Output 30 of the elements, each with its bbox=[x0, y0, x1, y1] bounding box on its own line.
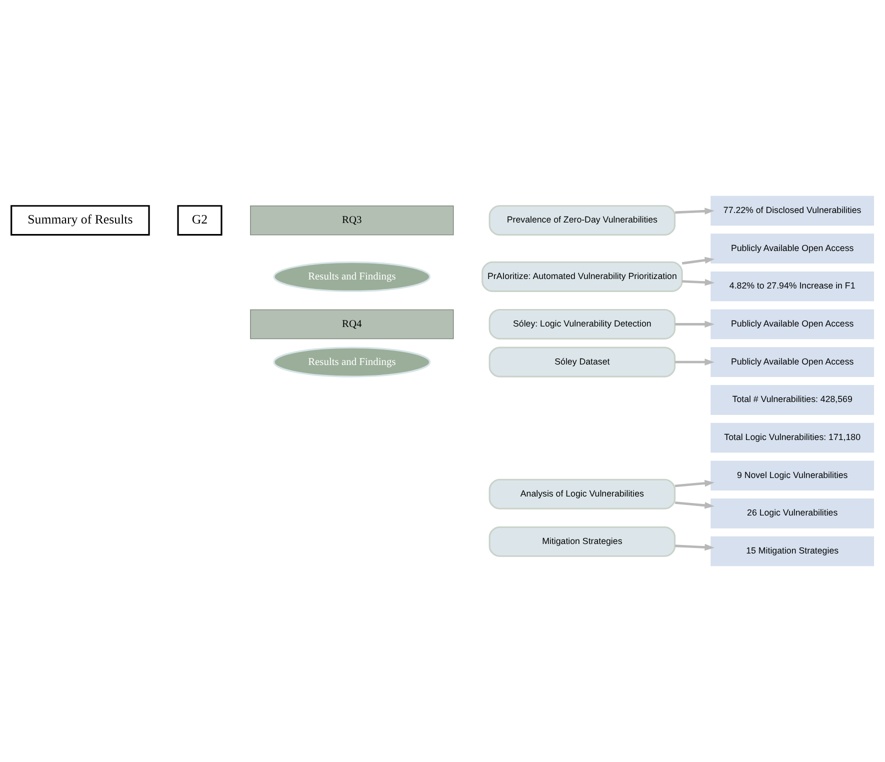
node-box: Publicly Available Open Access bbox=[710, 234, 874, 264]
node-box: Mitigation Strategies bbox=[488, 526, 676, 557]
node-box: Total # Vulnerabilities: 428,569 bbox=[710, 385, 874, 415]
node-ellipse: Results and Findings bbox=[273, 261, 431, 292]
arrow bbox=[675, 208, 714, 215]
node-ellipse: Results and Findings bbox=[273, 346, 431, 378]
node-box: Sóley Dataset bbox=[488, 346, 676, 378]
arrow bbox=[675, 320, 714, 328]
arrow bbox=[674, 480, 714, 488]
node-box: Publicly Available Open Access bbox=[710, 309, 874, 340]
node-box: 9 Novel Logic Vulnerabilities bbox=[710, 460, 874, 490]
arrow bbox=[674, 501, 714, 509]
arrow bbox=[682, 256, 715, 265]
arrow bbox=[675, 358, 714, 366]
node-box: 26 Logic Vulnerabilities bbox=[710, 498, 874, 528]
node-box: PrAIoritize: Automated Vulnerability Prioritization bbox=[482, 261, 683, 292]
node-box: Total Logic Vulnerabilities: 171,180 bbox=[710, 422, 874, 453]
arrow bbox=[675, 544, 714, 551]
node-box: 15 Mitigation Strategies bbox=[710, 536, 874, 566]
arrow bbox=[682, 279, 715, 286]
node-box: Sóley: Logic Vulnerability Detection bbox=[488, 308, 676, 340]
node-box: G2 bbox=[177, 205, 222, 236]
node-box: 77.22% of Disclosed Vulnerabilities bbox=[710, 196, 874, 226]
node-box: RQ3 bbox=[250, 205, 454, 236]
node-box: RQ4 bbox=[250, 309, 454, 340]
node-box: Summary of Results bbox=[10, 205, 150, 236]
node-box: Publicly Available Open Access bbox=[710, 347, 874, 377]
node-box: 4.82% to 27.94% Increase in F1 bbox=[710, 272, 874, 302]
node-box: Prevalence of Zero-Day Vulnerabilities bbox=[488, 205, 676, 236]
node-box: Analysis of Logic Vulnerabilities bbox=[488, 478, 676, 510]
